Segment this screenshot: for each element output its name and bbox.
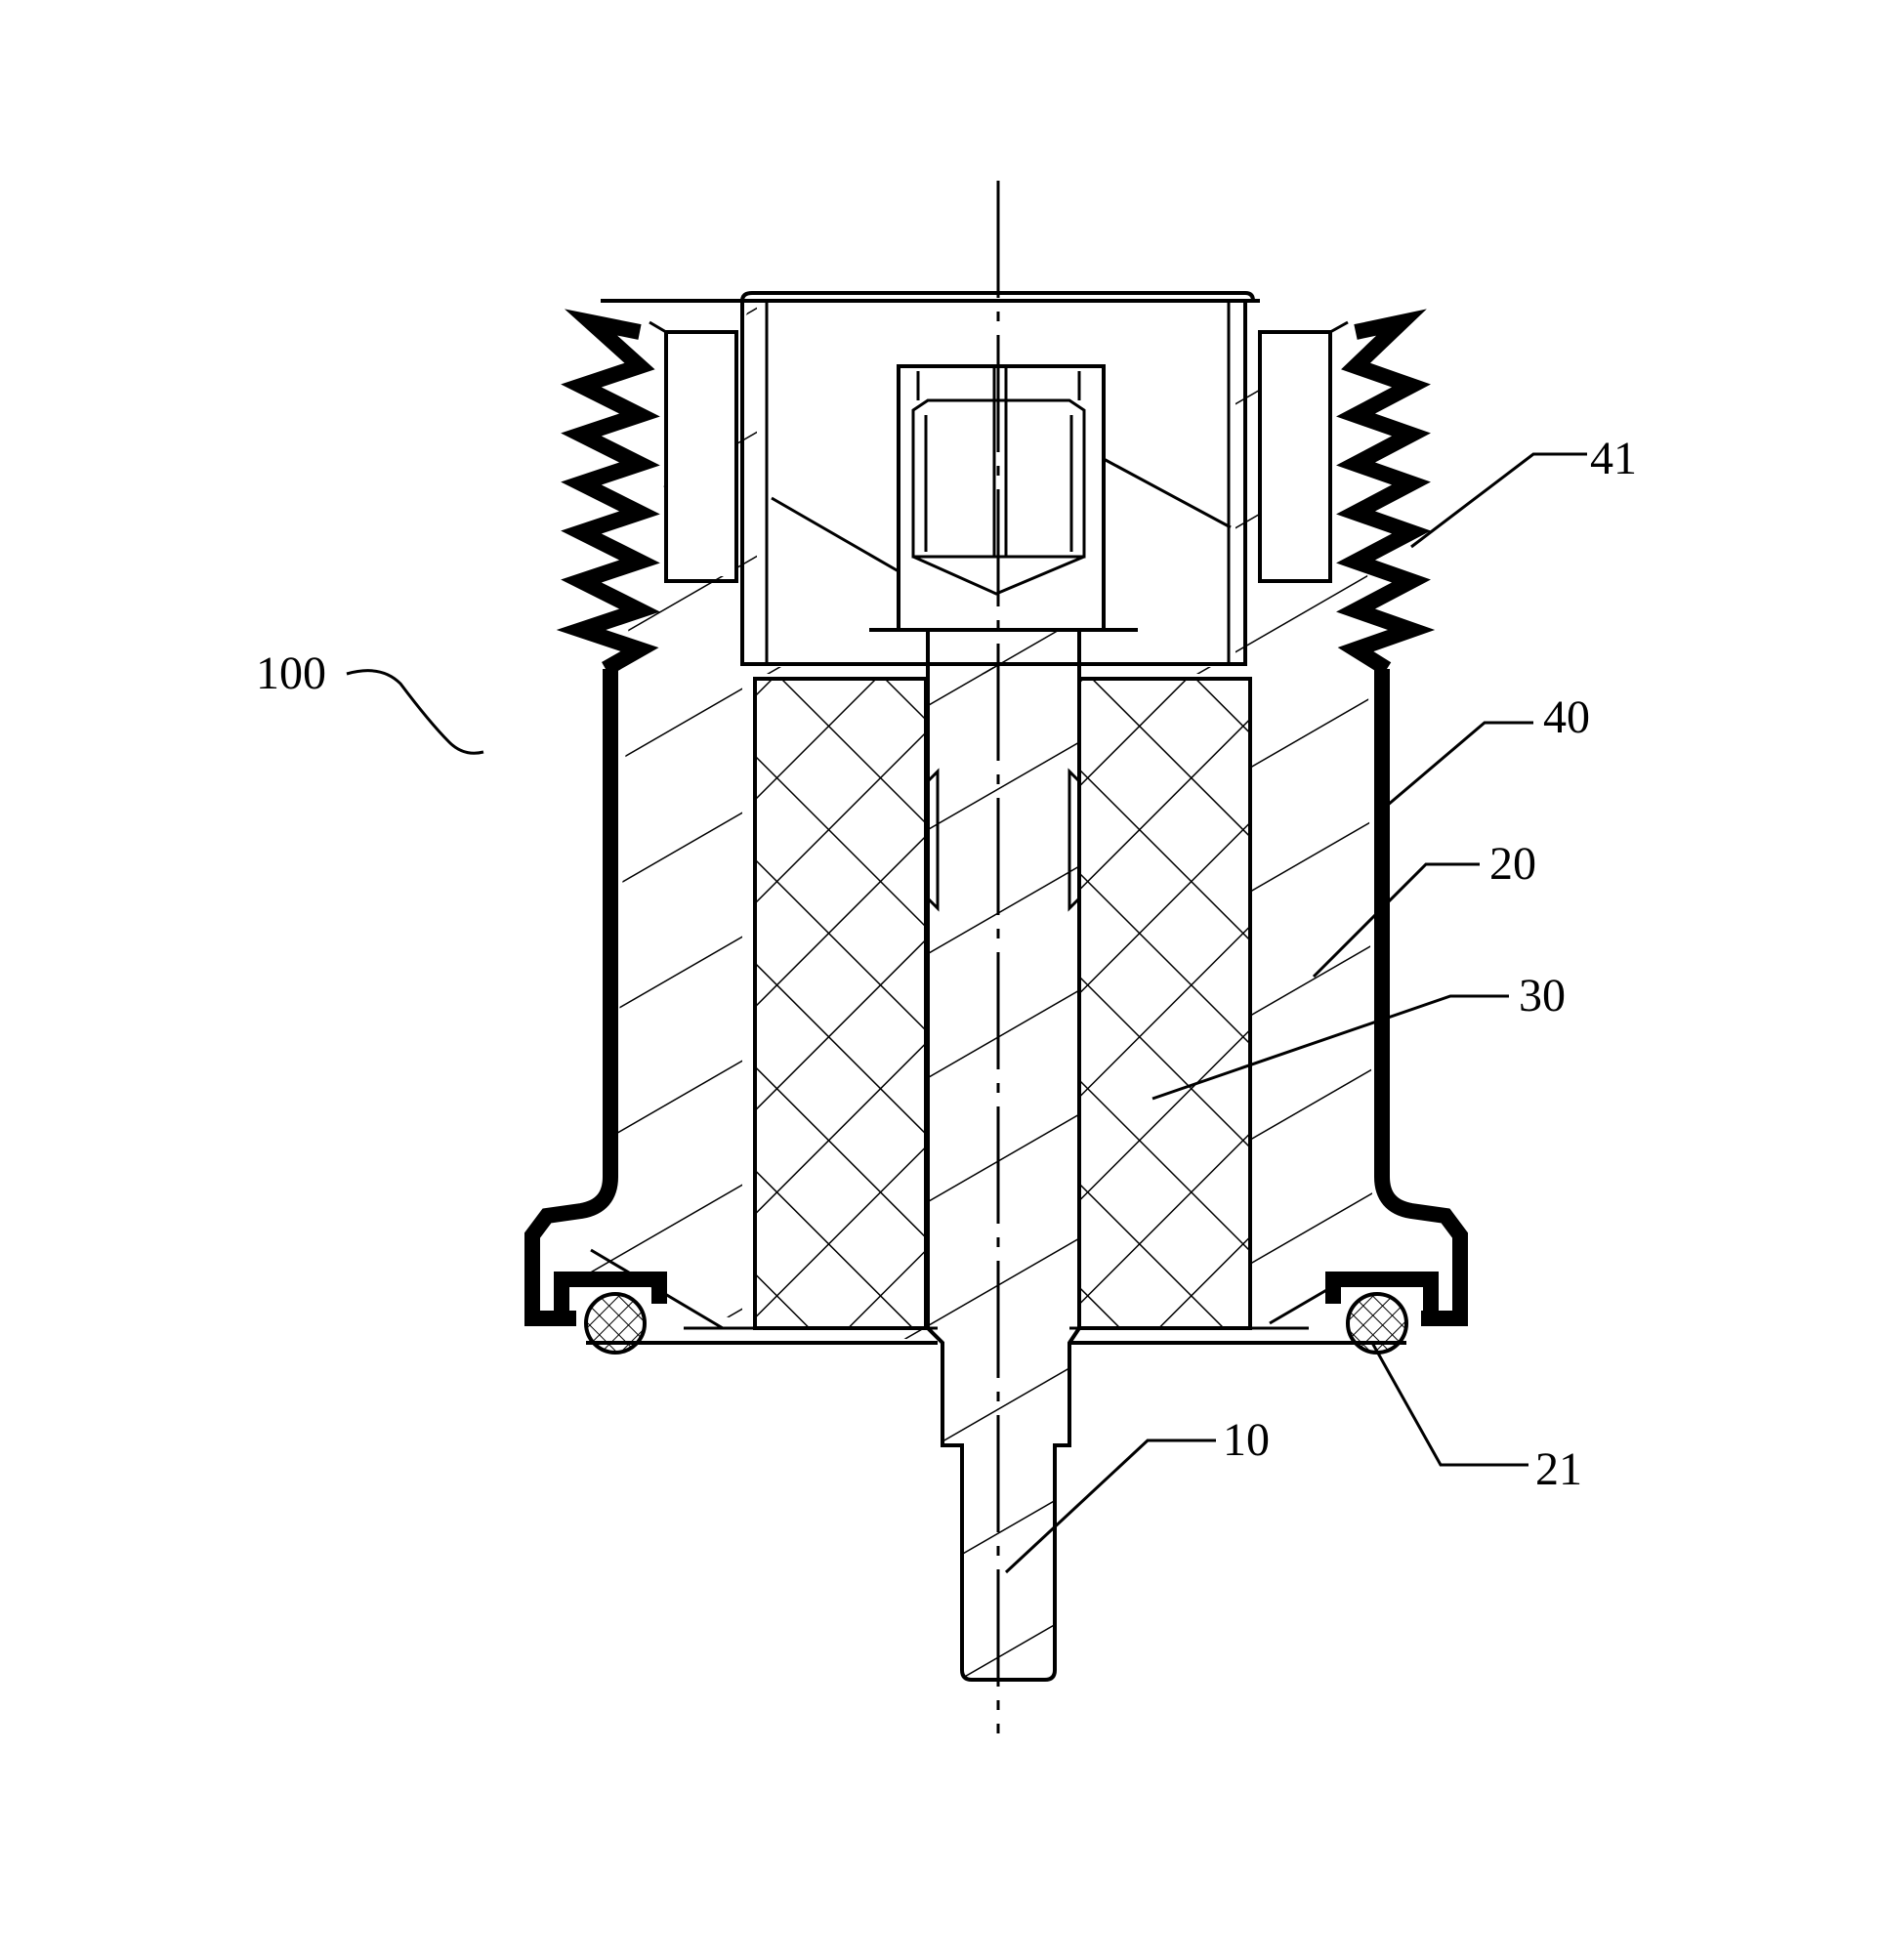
coil-left [755, 679, 926, 1328]
leader-21 [1372, 1343, 1528, 1465]
shell-left [532, 669, 610, 1318]
thread-right [1356, 322, 1411, 669]
leader-41 [1411, 454, 1587, 547]
shell-right [1382, 669, 1460, 1318]
coil-right [1079, 679, 1250, 1328]
label-21: 21 [1535, 1443, 1582, 1495]
label-41: 41 [1590, 433, 1637, 484]
label-10: 10 [1223, 1414, 1270, 1466]
label-30: 30 [1519, 970, 1566, 1022]
label-40: 40 [1543, 691, 1590, 743]
thread-left [581, 322, 640, 669]
label-100: 100 [256, 647, 326, 699]
leader-100 [347, 671, 483, 754]
leader-40 [1387, 723, 1533, 806]
label-20: 20 [1489, 838, 1536, 890]
